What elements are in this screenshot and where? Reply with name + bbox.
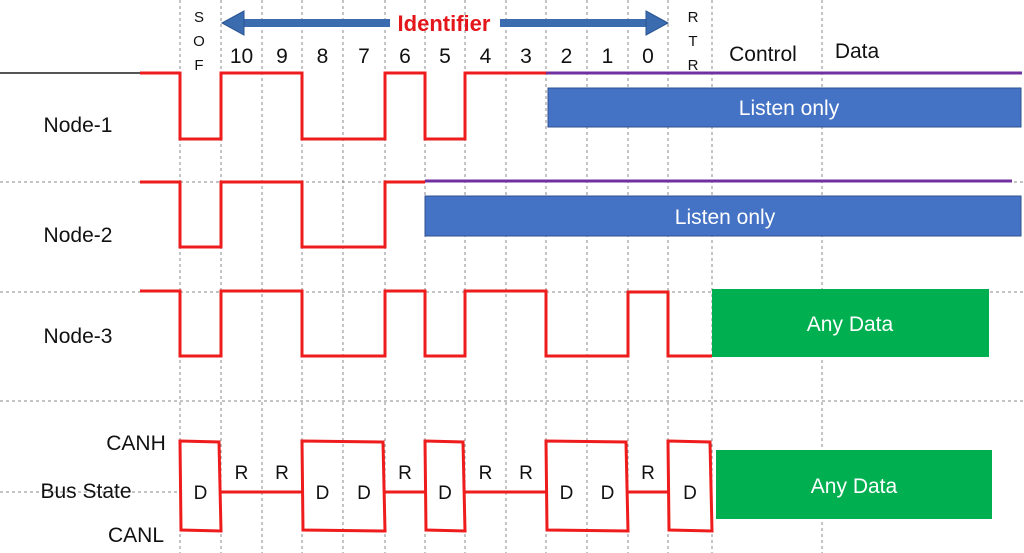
bus-bit-label: D (316, 483, 330, 504)
node3-label: Node-3 (44, 325, 113, 348)
bit-label: 1 (602, 45, 614, 68)
rtr-label: R T R (688, 9, 699, 74)
bit-label: 4 (480, 45, 492, 68)
bit-label: 6 (399, 45, 411, 68)
node1-signal (140, 71, 546, 141)
rtr-letter-t: T (688, 33, 697, 50)
bit-label: 0 (642, 45, 654, 68)
bus-bit-label: D (601, 483, 615, 504)
bit-label: 7 (358, 45, 370, 68)
node3-data-text: Any Data (807, 313, 894, 336)
bus-bit-label: R (479, 463, 493, 484)
bus-bit-label: R (519, 463, 533, 484)
bus-bit-label: D (560, 483, 574, 504)
identifier-arrow: Identifier (220, 10, 670, 36)
rtr-letter-r2: R (688, 57, 699, 74)
bus-state-label: Bus State (40, 480, 131, 503)
bus-data-box (716, 450, 992, 519)
identifier-label: Identifier (398, 11, 491, 36)
bus-data-text: Any Data (811, 475, 898, 498)
canh-label: CANH (106, 432, 166, 455)
node3-row: Any Data Node-3 (44, 289, 989, 358)
bus-bit-label: D (357, 483, 371, 504)
node3-data-box (712, 289, 989, 357)
sof-letter-s: S (194, 9, 204, 26)
bus-state-row: CANH Bus State CANL D R R D D R D R R D D R D Any Da… (40, 432, 992, 547)
node2-listen-text: Listen only (675, 206, 776, 229)
bit-label: 5 (439, 45, 451, 68)
node2-row: Listen only Node-2 (44, 179, 1022, 249)
bit-label: 3 (520, 45, 532, 68)
bus-bit-label: D (683, 483, 697, 504)
control-column-label: Control (729, 43, 797, 66)
identifier-arrowhead-left-icon (220, 10, 245, 36)
bus-dominant-box (423, 439, 467, 533)
bit-label: 9 (276, 45, 288, 68)
bus-bit-label: D (194, 483, 208, 504)
bus-dominant-box (300, 439, 387, 533)
sof-letter-o: O (193, 33, 205, 50)
sof-label: S O F (193, 9, 205, 74)
node1-listen-text: Listen only (739, 97, 840, 120)
sof-letter-f: F (194, 57, 203, 74)
identifier-arrowhead-right-icon (645, 10, 670, 36)
bus-dominant-box (178, 439, 223, 533)
bit-label: 8 (317, 45, 329, 68)
bit-label: 10 (230, 45, 253, 68)
node1-label: Node-1 (44, 114, 113, 137)
node3-signal (140, 289, 712, 358)
bus-bit-label: R (235, 463, 249, 484)
bus-bit-label: R (275, 463, 289, 484)
canl-label: CANL (108, 524, 164, 547)
node1-listen-box (547, 87, 1022, 128)
rtr-letter-r1: R (688, 9, 699, 26)
node2-signal (140, 180, 425, 249)
bus-bit-label: R (641, 463, 655, 484)
bus-dominant-box (544, 439, 630, 533)
node2-listen-box (424, 195, 1022, 237)
bus-bit-label: D (438, 483, 452, 504)
data-column-label: Data (835, 40, 880, 63)
node1-row: Listen only Node-1 (0, 71, 1022, 141)
bus-bit-label: R (398, 463, 412, 484)
bus-dominant-box (666, 439, 714, 533)
bit-label: 2 (561, 45, 573, 68)
node2-label: Node-2 (44, 224, 113, 247)
